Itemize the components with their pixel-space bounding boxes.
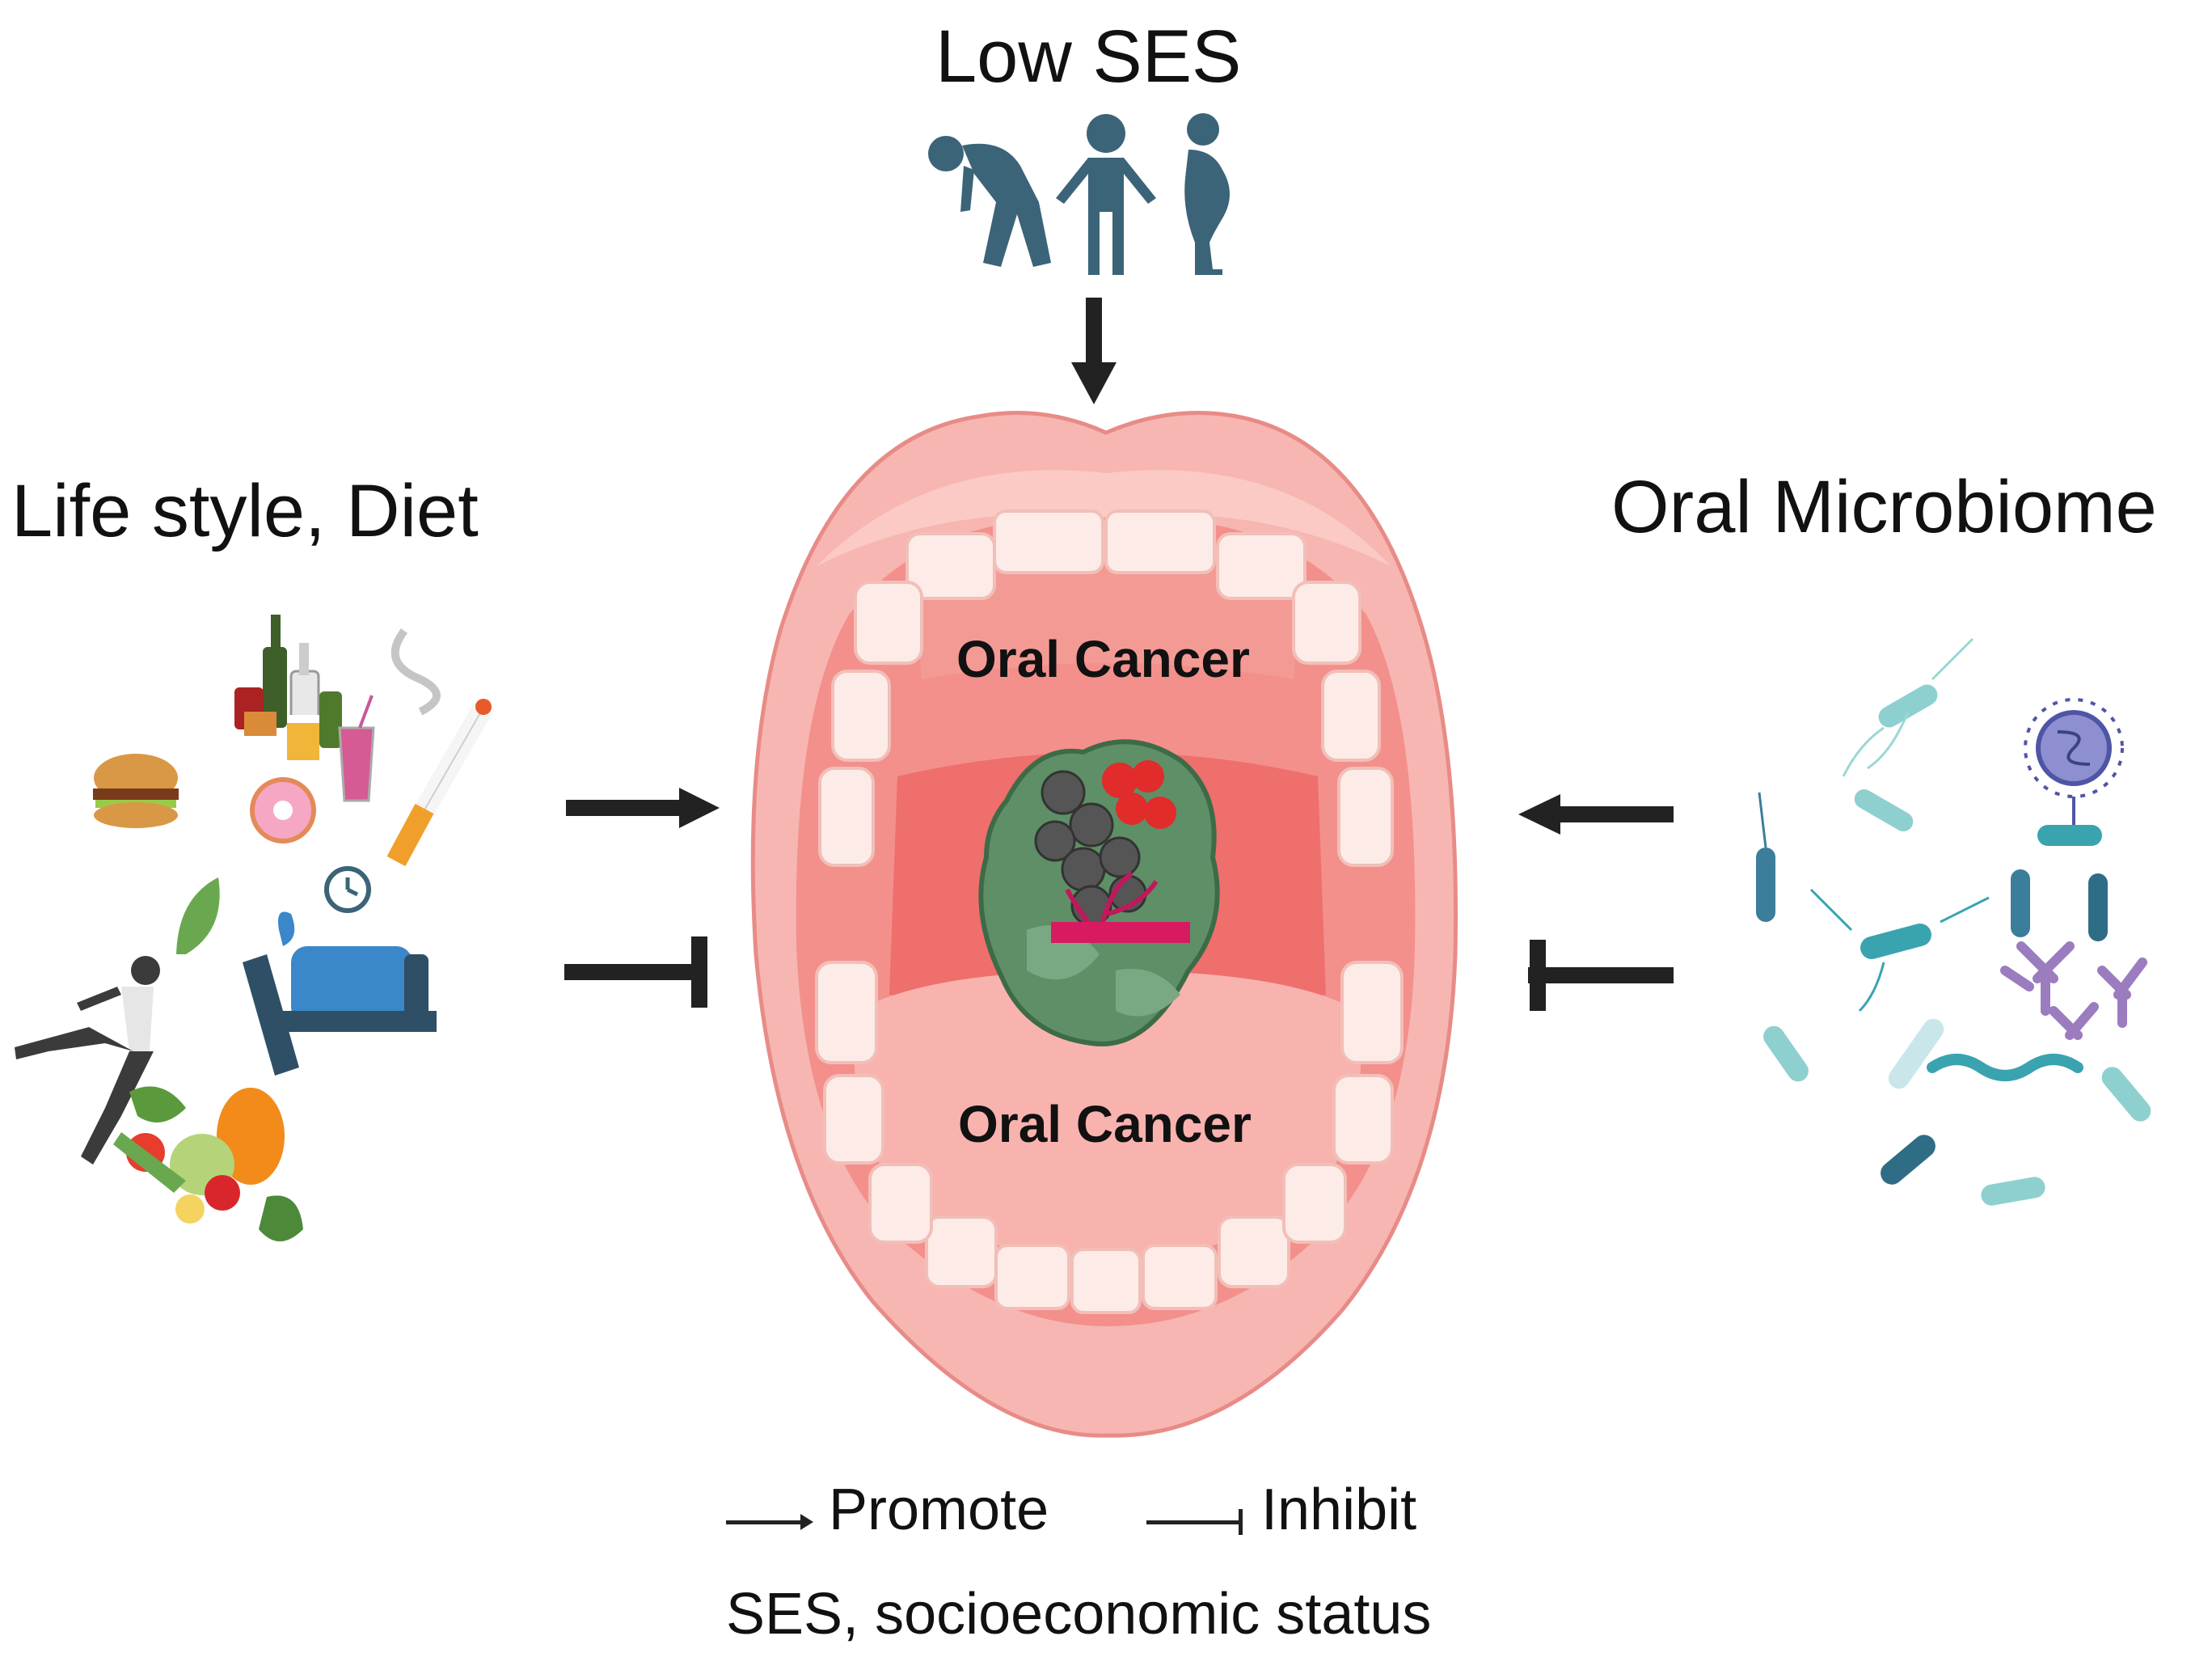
inhibit-arrow-lifestyle xyxy=(564,936,707,1008)
microbiome-icons xyxy=(1756,637,2151,1206)
lifestyle-diet-label: Life style, Diet xyxy=(11,470,479,552)
low-ses-label: Low SES xyxy=(935,15,1242,98)
sedentary-couch-icon xyxy=(243,911,437,1076)
rod-bacteria-icons xyxy=(1756,789,2151,1206)
oral-cancer-label-top: Oral Cancer xyxy=(956,630,1250,688)
standing-person-icon xyxy=(1056,114,1156,275)
promote-arrow-lifestyle xyxy=(566,788,720,828)
elderly-person-icon xyxy=(928,136,1051,267)
legend-inhibit-arrow xyxy=(1146,1509,1243,1535)
people-icon-group xyxy=(928,113,1230,275)
oral-microbiome-label: Oral Microbiome xyxy=(1611,466,2157,548)
tongue xyxy=(854,970,1361,1262)
smoothie-drink-icon xyxy=(338,695,375,802)
upper-teeth xyxy=(818,509,1394,867)
bacterium-flagellated-icon xyxy=(1842,637,1974,777)
abbreviation-footnote: SES, socioeconomic status xyxy=(726,1582,1432,1647)
antibody-icons xyxy=(2000,941,2147,1040)
clock-icon xyxy=(324,866,371,913)
legend-inhibit-label: Inhibit xyxy=(1261,1478,1417,1542)
inhibit-arrow-microbiome xyxy=(1528,940,1674,1011)
burger-icon xyxy=(93,754,179,828)
promote-arrow-ses xyxy=(1071,298,1117,404)
promote-arrow-microbiome xyxy=(1518,794,1674,835)
legend-promote-label: Promote xyxy=(829,1478,1049,1542)
tumor-illustration xyxy=(978,739,1220,1046)
donut-icon xyxy=(250,777,316,843)
lifestyle-icons xyxy=(15,615,492,1241)
beer-mug-icon xyxy=(287,715,319,760)
virus-icon xyxy=(2024,698,2124,825)
oral-cancer-label-bottom: Oral Cancer xyxy=(958,1095,1252,1153)
vegetables-icon xyxy=(113,1086,303,1241)
leaf-icon xyxy=(176,877,220,954)
cigarette-icon xyxy=(386,628,492,867)
running-person-icon xyxy=(15,956,160,1165)
spiral-bacterium-icon xyxy=(1927,1054,2083,1081)
lower-teeth xyxy=(815,961,1404,1314)
legend-promote-arrow xyxy=(726,1514,813,1530)
obese-person-icon xyxy=(1184,113,1230,275)
